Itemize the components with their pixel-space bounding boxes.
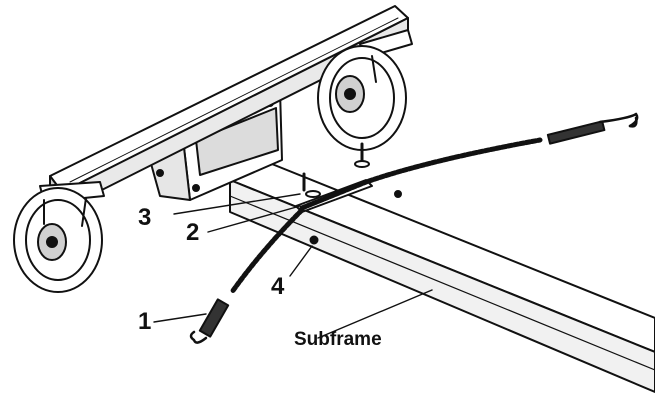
chain-right (299, 137, 543, 211)
callout-2: 2 (186, 219, 200, 246)
callout-3: 3 (138, 204, 152, 231)
bolt-3 (302, 172, 321, 198)
right-caster-wheel (317, 29, 413, 151)
chain-left (229, 207, 305, 295)
leader-lines (153, 193, 433, 339)
callout-4: 4 (271, 273, 285, 300)
turnbuckle-left (189, 298, 230, 344)
bolt-upper (354, 142, 370, 168)
hole-4 (309, 235, 319, 245)
left-caster-wheel (13, 181, 105, 293)
callout-1: 1 (138, 308, 152, 335)
subframe-label: Subframe (294, 329, 382, 350)
turnbuckle-right (546, 112, 639, 145)
hole-rail (394, 190, 402, 198)
